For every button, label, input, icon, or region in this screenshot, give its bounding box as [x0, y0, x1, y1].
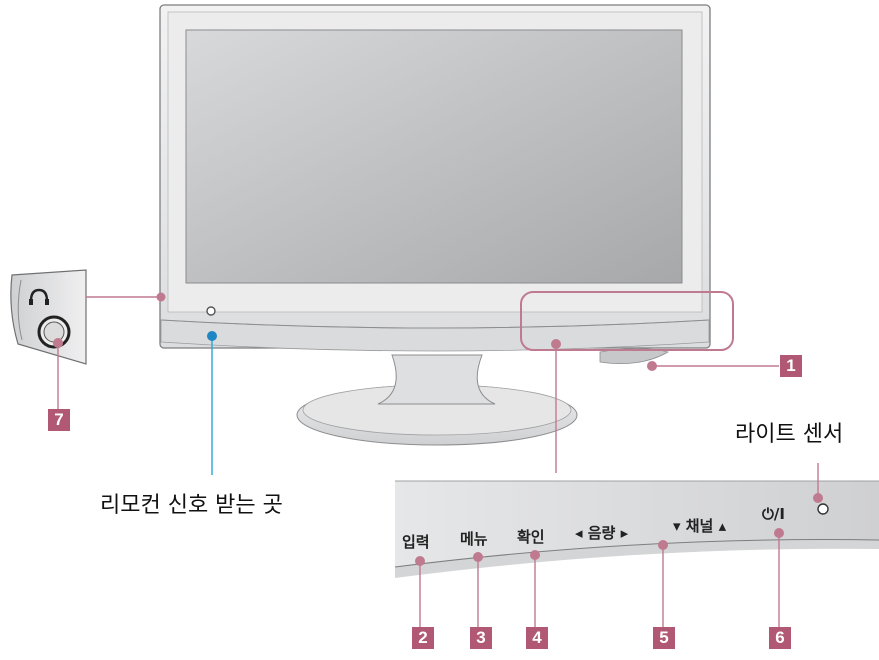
input-button-label: 입력: [402, 533, 430, 551]
callout-5: 5: [653, 627, 675, 649]
callout-2: 2: [412, 627, 434, 649]
control-panel-closeup: [395, 481, 879, 567]
monitor-screen: [185, 29, 683, 284]
control-area-highlight: [520, 291, 734, 351]
menu-button-label: 메뉴: [460, 530, 488, 548]
remote-sensor-label: 리모컨 신호 받는 곳: [100, 493, 283, 518]
callout-3: 3: [470, 627, 492, 649]
headphone-icon: [29, 288, 49, 305]
stand-neck: [377, 354, 496, 405]
callout-7: 7: [48, 409, 70, 431]
light-sensor-label: 라이트 센서: [735, 422, 844, 447]
callout-1: 1: [780, 355, 802, 377]
power-button-label: ⏻/I: [762, 505, 785, 523]
light-sensor-dot: [817, 503, 829, 515]
volume-buttons-label: ◂ 음량 ▸: [575, 524, 629, 542]
ok-button-label: 확인: [517, 528, 545, 546]
channel-buttons-label: ▾ 채널 ▴: [673, 517, 727, 535]
leader-lines: [57, 296, 819, 627]
remote-sensor-dot: [206, 306, 216, 316]
callout-6: 6: [769, 627, 791, 649]
callout-4: 4: [526, 627, 548, 649]
